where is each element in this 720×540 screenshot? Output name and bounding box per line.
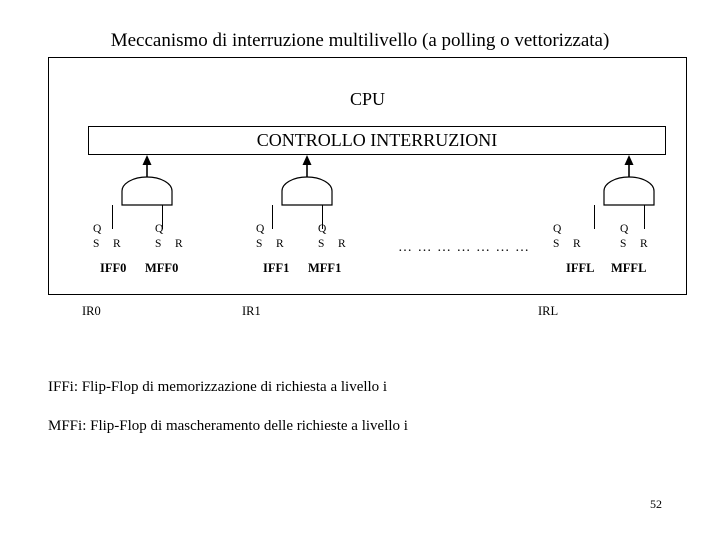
page-number: 52 bbox=[650, 497, 662, 511]
page-title: Meccanismo di interruzione multilivello … bbox=[110, 30, 610, 51]
mff1-r-label: R bbox=[338, 238, 346, 250]
mff0-r-label: R bbox=[175, 238, 183, 250]
iff1-r-label: R bbox=[276, 238, 284, 250]
gate-input-line-mff1 bbox=[322, 205, 323, 229]
legend-line-mffi: MFFi: Flip-Flop di mascheramento delle r… bbox=[48, 418, 408, 434]
iff0-r-label: R bbox=[113, 238, 121, 250]
mff0-q-label: Q bbox=[155, 223, 164, 235]
iffL-s-label: S bbox=[553, 238, 560, 250]
and-gate-level1 bbox=[280, 176, 334, 206]
gate-input-line-iff0 bbox=[112, 205, 113, 229]
mff0-s-label: S bbox=[155, 238, 162, 250]
and-gate-levelL bbox=[602, 176, 656, 206]
gate-input-line-mff0 bbox=[162, 205, 163, 229]
iffL-r-label: R bbox=[573, 238, 581, 250]
ir-label-level0: IR0 bbox=[82, 304, 101, 318]
iffL-q-label: Q bbox=[553, 223, 562, 235]
cpu-boundary-box bbox=[48, 57, 687, 295]
iff0-s-label: S bbox=[93, 238, 100, 250]
interrupt-control-label: CONTROLLO INTERRUZIONI bbox=[256, 130, 498, 150]
mff1-q-label: Q bbox=[318, 223, 327, 235]
legend-line-iffi: IFFi: Flip-Flop di memorizzazione di ric… bbox=[48, 379, 388, 395]
iff1-q-label: Q bbox=[256, 223, 265, 235]
flipflop-name-mff0: MFF0 bbox=[145, 261, 179, 275]
gate-input-line-mffL bbox=[644, 205, 645, 229]
flipflop-name-iffL: IFFL bbox=[566, 261, 595, 275]
flipflop-name-iff0: IFF0 bbox=[100, 261, 127, 275]
gate-input-line-iffL bbox=[594, 205, 595, 229]
mff1-s-label: S bbox=[318, 238, 325, 250]
ir-label-level1: IR1 bbox=[242, 304, 261, 318]
mffL-s-label: S bbox=[620, 238, 627, 250]
iff1-s-label: S bbox=[256, 238, 263, 250]
and-gate-level0 bbox=[120, 176, 174, 206]
gate-input-line-iff1 bbox=[272, 205, 273, 229]
flipflop-name-mffL: MFFL bbox=[611, 261, 647, 275]
flipflop-name-iff1: IFF1 bbox=[263, 261, 290, 275]
mffL-q-label: Q bbox=[620, 223, 629, 235]
interrupt-control-box: CONTROLLO INTERRUZIONI bbox=[88, 126, 666, 155]
mffL-r-label: R bbox=[640, 238, 648, 250]
flipflop-name-mff1: MFF1 bbox=[308, 261, 342, 275]
cpu-label: CPU bbox=[349, 89, 385, 109]
iff0-q-label: Q bbox=[93, 223, 102, 235]
ellipsis-levels: … … … … … … … bbox=[398, 240, 530, 255]
ir-label-levelL: IRL bbox=[538, 304, 559, 318]
